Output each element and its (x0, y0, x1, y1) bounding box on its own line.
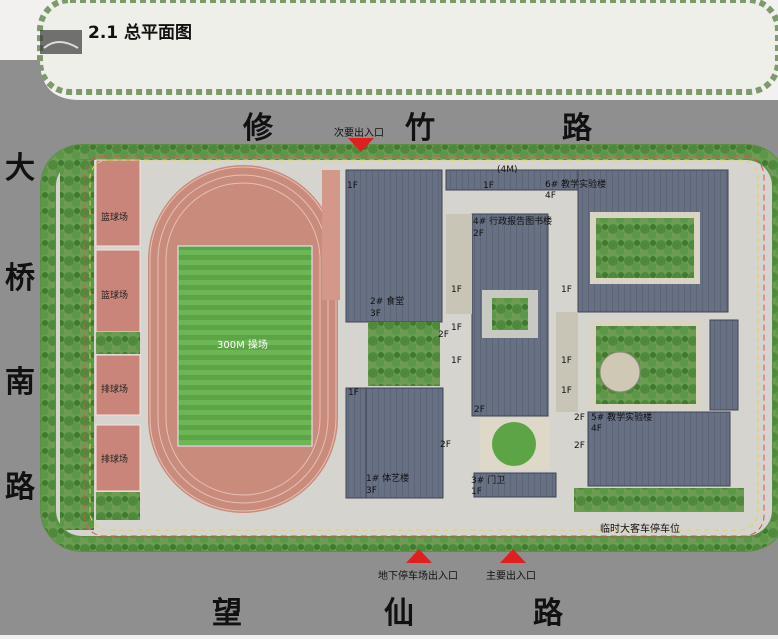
floor-mark: 1F (483, 181, 494, 191)
volleyball-court-2 (95, 424, 141, 492)
volleyball-court-1 (95, 354, 141, 416)
canteen-floors: 3F (370, 309, 381, 319)
floor-mark: 1F (451, 323, 462, 333)
floor-mark: 1F (451, 356, 462, 366)
arts-name: 1# 体艺楼 (366, 474, 410, 484)
floor-mark: 2F (574, 413, 585, 423)
building-teaching-5 (587, 411, 731, 487)
road-west-char-3: 南 (5, 365, 35, 400)
volleyball-court-1-label: 排球场 (101, 385, 129, 395)
bus-parking-label: 临时大客车停车位 (600, 524, 680, 535)
basketball-court-2 (95, 249, 141, 333)
volleyball-court-2-label: 排球场 (101, 455, 129, 465)
floor-mark: 1F (451, 285, 462, 295)
parking-entrance-marker (406, 549, 432, 563)
main-entrance-label: 主要出入口 (486, 571, 536, 582)
road-south-char-2: 仙 (384, 596, 414, 631)
field-label: 300M 操场 (217, 340, 268, 351)
teaching6-name: 6# 教学实验楼 (545, 180, 607, 190)
basketball-court-1-label: 篮球场 (101, 213, 129, 223)
plaza-lawn (492, 422, 536, 466)
floor-mark: 2F (474, 405, 485, 415)
secondary-entrance-marker (348, 138, 374, 152)
road-north-char-2: 竹 (405, 111, 435, 146)
road-north-char-3: 路 (562, 111, 592, 146)
admin-floors: 2F (473, 229, 484, 239)
road-west-char-4: 路 (5, 470, 35, 505)
basketball-court-2-label: 篮球场 (101, 291, 129, 301)
page-title: 2.1 总平面图 (88, 23, 193, 43)
building-arts (364, 387, 444, 499)
main-entrance-marker (500, 549, 526, 563)
setback-label: (4M) (497, 165, 518, 175)
northern-landscape (40, 0, 778, 92)
road-south-char-3: 路 (533, 596, 563, 631)
floor-mark: 1F (561, 285, 572, 295)
road-south-char-1: 望 (212, 596, 242, 631)
west-tree-belt (60, 160, 94, 530)
floor-mark: 2F (574, 441, 585, 451)
teaching5-name: 5# 教学实验楼 (591, 413, 653, 423)
floor-mark: 1F (348, 388, 359, 398)
parking-entrance-label: 地下停车场出入口 (378, 571, 458, 582)
floor-mark: 2F (438, 330, 449, 340)
courtyard-canteen (368, 322, 440, 386)
road-west-char-1: 大 (5, 151, 35, 186)
admin-name: 4# 行政报告图书楼 (473, 217, 553, 227)
building-canteen (345, 169, 443, 323)
teaching5-floors: 4F (591, 424, 602, 434)
logo-icon (40, 30, 82, 54)
building-gate (473, 472, 557, 498)
floor-mark: 1F (561, 356, 572, 366)
road-north-char-1: 修 (243, 111, 273, 146)
floor-mark: 1F (347, 181, 358, 191)
canteen-name: 2# 食堂 (370, 297, 405, 307)
arts-floors: 3F (366, 486, 377, 496)
football-field (177, 245, 313, 447)
road-west-char-2: 桥 (5, 261, 35, 296)
teaching6-floors: 4F (545, 191, 556, 201)
floor-mark: 2F (440, 440, 451, 450)
gate-floors: 1F (471, 487, 482, 497)
secondary-entrance-label: 次要出入口 (334, 128, 384, 139)
gate-name: 3# 门卫 (471, 476, 506, 486)
south-garden (574, 488, 744, 512)
basketball-court-1 (95, 159, 141, 247)
floor-mark: 1F (561, 386, 572, 396)
